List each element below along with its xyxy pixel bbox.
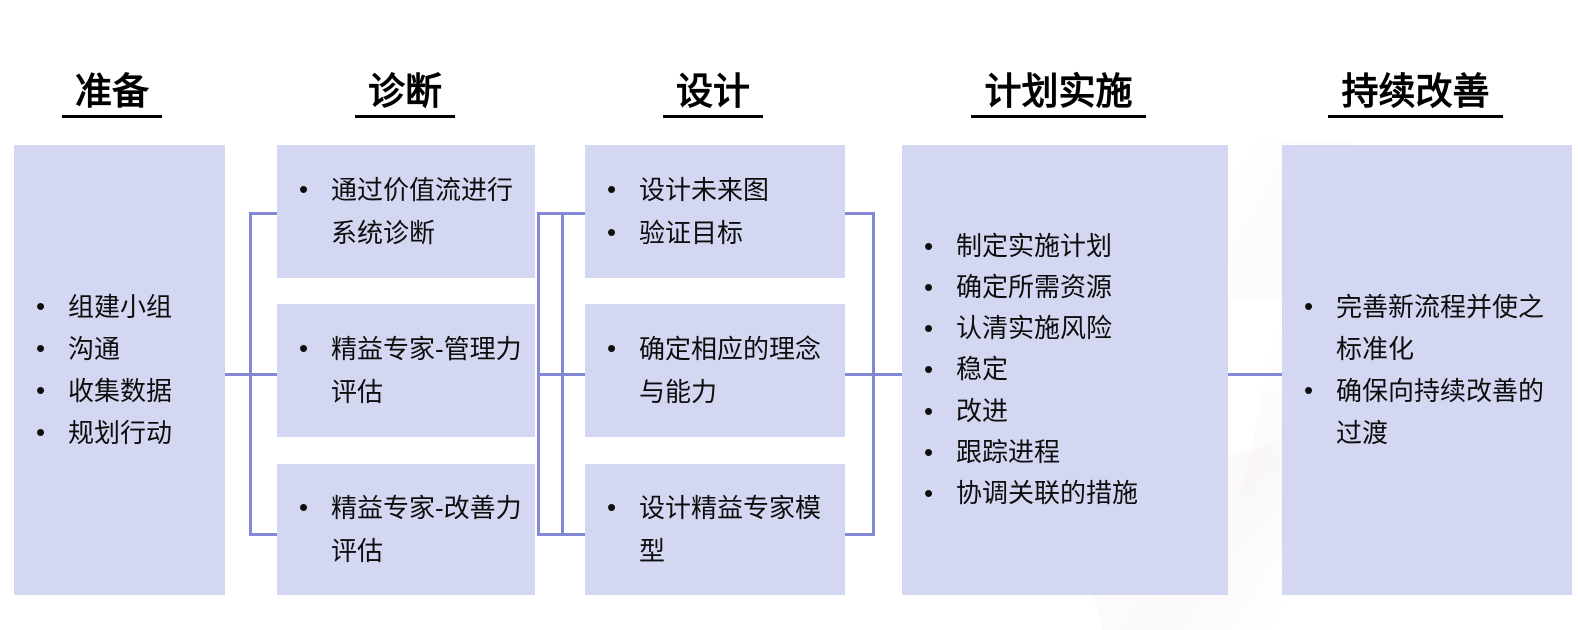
- content-box-plan-implement-1[interactable]: 制定实施计划 确定所需资源 认清实施风险 稳定 改进 跟踪进程 协调关联的措施: [902, 145, 1228, 595]
- list-item: 跟踪进程: [916, 431, 1218, 473]
- list-item: 设计精益专家模型: [599, 486, 835, 571]
- list-item: 收集数据: [28, 369, 215, 412]
- list-item: 协调关联的措施: [916, 472, 1218, 514]
- bullet-list: 设计未来图 验证目标: [599, 168, 835, 254]
- connector-rung-design-1: [537, 212, 585, 215]
- list-item: 精益专家-改善力评估: [291, 486, 525, 571]
- list-item: 精益专家-管理力评估: [291, 327, 525, 412]
- column-heading-continuous-improvement: 持续改善: [1328, 71, 1503, 118]
- list-item: 组建小组: [28, 285, 215, 328]
- content-box-prepare-1[interactable]: 组建小组 沟通 收集数据 规划行动: [14, 145, 225, 595]
- list-item: 完善新流程并使之标准化: [1296, 285, 1562, 370]
- bullet-list: 精益专家-管理力评估: [291, 327, 525, 412]
- list-item: 规划行动: [28, 411, 215, 454]
- list-item: 确定相应的理念与能力: [599, 327, 835, 412]
- list-item: 通过价值流进行系统诊断: [291, 168, 525, 253]
- content-box-design-1[interactable]: 设计未来图 验证目标: [585, 145, 845, 278]
- bullet-list: 通过价值流进行系统诊断: [291, 168, 525, 253]
- connector-merge-design-1: [845, 212, 875, 215]
- connector-branch-diagnose-3: [249, 533, 278, 536]
- list-item: 稳定: [916, 348, 1218, 390]
- connector-merge-design-2: [845, 373, 875, 376]
- connector-rung-design-2: [537, 373, 585, 376]
- list-item: 改进: [916, 390, 1218, 432]
- content-box-continuous-improvement-1[interactable]: 完善新流程并使之标准化 确保向持续改善的过渡: [1282, 145, 1572, 595]
- list-item: 制定实施计划: [916, 225, 1218, 267]
- list-item: 沟通: [28, 327, 215, 370]
- list-item: 设计未来图: [599, 168, 835, 211]
- column-heading-plan-implement: 计划实施: [971, 71, 1146, 118]
- bullet-list: 确定相应的理念与能力: [599, 327, 835, 412]
- connector-rung-design-3: [537, 533, 585, 536]
- bullet-list: 制定实施计划 确定所需资源 认清实施风险 稳定 改进 跟踪进程 协调关联的措施: [916, 225, 1218, 514]
- content-box-design-2[interactable]: 确定相应的理念与能力: [585, 304, 845, 437]
- bullet-list: 完善新流程并使之标准化 确保向持续改善的过渡: [1296, 285, 1562, 454]
- connector-spine-to-plan: [872, 373, 903, 376]
- content-box-diagnose-3[interactable]: 精益专家-改善力评估: [277, 464, 535, 595]
- list-item: 认清实施风险: [916, 307, 1218, 349]
- bullet-list: 组建小组 沟通 收集数据 规划行动: [28, 285, 215, 454]
- content-box-design-3[interactable]: 设计精益专家模型: [585, 464, 845, 595]
- bullet-list: 精益专家-改善力评估: [291, 486, 525, 571]
- content-box-diagnose-1[interactable]: 通过价值流进行系统诊断: [277, 145, 535, 278]
- connector-plan-to-continuous-improvement: [1228, 373, 1282, 376]
- connector-branch-diagnose-2: [249, 373, 278, 376]
- connector-branch-diagnose-1: [249, 212, 278, 215]
- content-box-diagnose-2[interactable]: 精益专家-管理力评估: [277, 304, 535, 437]
- column-heading-prepare: 准备: [62, 71, 162, 118]
- bullet-list: 设计精益专家模型: [599, 486, 835, 571]
- connector-prepare-to-spine: [225, 373, 252, 376]
- list-item: 验证目标: [599, 210, 835, 254]
- column-heading-design: 设计: [663, 71, 763, 118]
- list-item: 确定所需资源: [916, 266, 1218, 308]
- column-heading-diagnose: 诊断: [355, 71, 455, 118]
- list-item: 确保向持续改善的过渡: [1296, 369, 1562, 454]
- connector-merge-design-3: [845, 533, 875, 536]
